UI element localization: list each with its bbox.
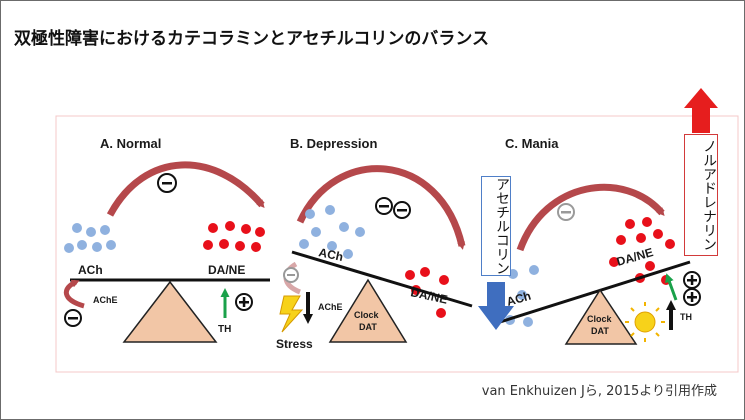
label-ach-c: ACh bbox=[505, 289, 533, 309]
label-stress: Stress bbox=[276, 337, 313, 351]
label-clock-c: Clock bbox=[587, 314, 613, 324]
label-th-c: TH bbox=[680, 312, 692, 322]
label-clock-b: Clock bbox=[354, 310, 380, 320]
label-ache: AChE bbox=[93, 295, 118, 305]
label-dane: DA/NE bbox=[208, 263, 245, 277]
curved-arrow-c bbox=[516, 183, 665, 252]
panel-normal: A. Normal ACh DA/NE bbox=[64, 136, 270, 343]
ache-loop-arrow bbox=[64, 279, 85, 309]
fulcrum-c bbox=[564, 288, 638, 345]
inhibit-sign-double bbox=[375, 197, 411, 219]
curved-arrow bbox=[106, 161, 265, 217]
label-ache-b: AChE bbox=[318, 302, 343, 312]
balance-beam-c bbox=[499, 260, 691, 324]
slide-title: 双極性障害におけるカテコラミンとアセチルコリンのバランス bbox=[14, 29, 489, 49]
th-plus-sign bbox=[235, 293, 253, 311]
inhibit-sign-faded bbox=[557, 203, 575, 221]
fulcrum bbox=[122, 280, 218, 343]
citation: van Enkhuizen Jら, 2015より引用作成 bbox=[481, 384, 717, 399]
label-ach: ACh bbox=[78, 263, 103, 277]
acetylcholine-label-box: アセチルコリン bbox=[481, 176, 511, 276]
ache-minus-sign bbox=[64, 309, 82, 327]
balance-beam-b bbox=[291, 250, 473, 308]
panel-depression: B. Depression ACh DA/NE bbox=[276, 136, 473, 351]
dane-dots bbox=[203, 221, 265, 252]
dane-dots-b bbox=[405, 267, 449, 318]
noradrenaline-label-box: ノルアドレナリン bbox=[684, 134, 718, 256]
label-ach-b: ACh bbox=[317, 245, 344, 264]
panel-c-title: C. Mania bbox=[505, 136, 559, 151]
panel-a-title: A. Normal bbox=[100, 136, 161, 151]
th-up-arrow-c bbox=[665, 273, 678, 301]
label-th: TH bbox=[218, 324, 231, 335]
lightning-icon bbox=[279, 295, 304, 333]
th-plus-signs bbox=[683, 271, 701, 306]
curved-arrow-b bbox=[296, 165, 466, 250]
sun-icon bbox=[625, 302, 665, 342]
panel-b-title: B. Depression bbox=[290, 136, 377, 151]
label-dat-b: DAT bbox=[359, 322, 377, 332]
label-dat-c: DAT bbox=[591, 326, 609, 336]
ne-increase-arrow bbox=[684, 88, 718, 133]
ach-decrease-arrow bbox=[478, 282, 514, 330]
inhibit-sign bbox=[157, 173, 177, 193]
ache-minus-faded bbox=[283, 267, 299, 283]
ach-dots-b bbox=[299, 205, 365, 259]
fulcrum-b bbox=[328, 278, 408, 343]
ach-dots bbox=[64, 223, 116, 253]
